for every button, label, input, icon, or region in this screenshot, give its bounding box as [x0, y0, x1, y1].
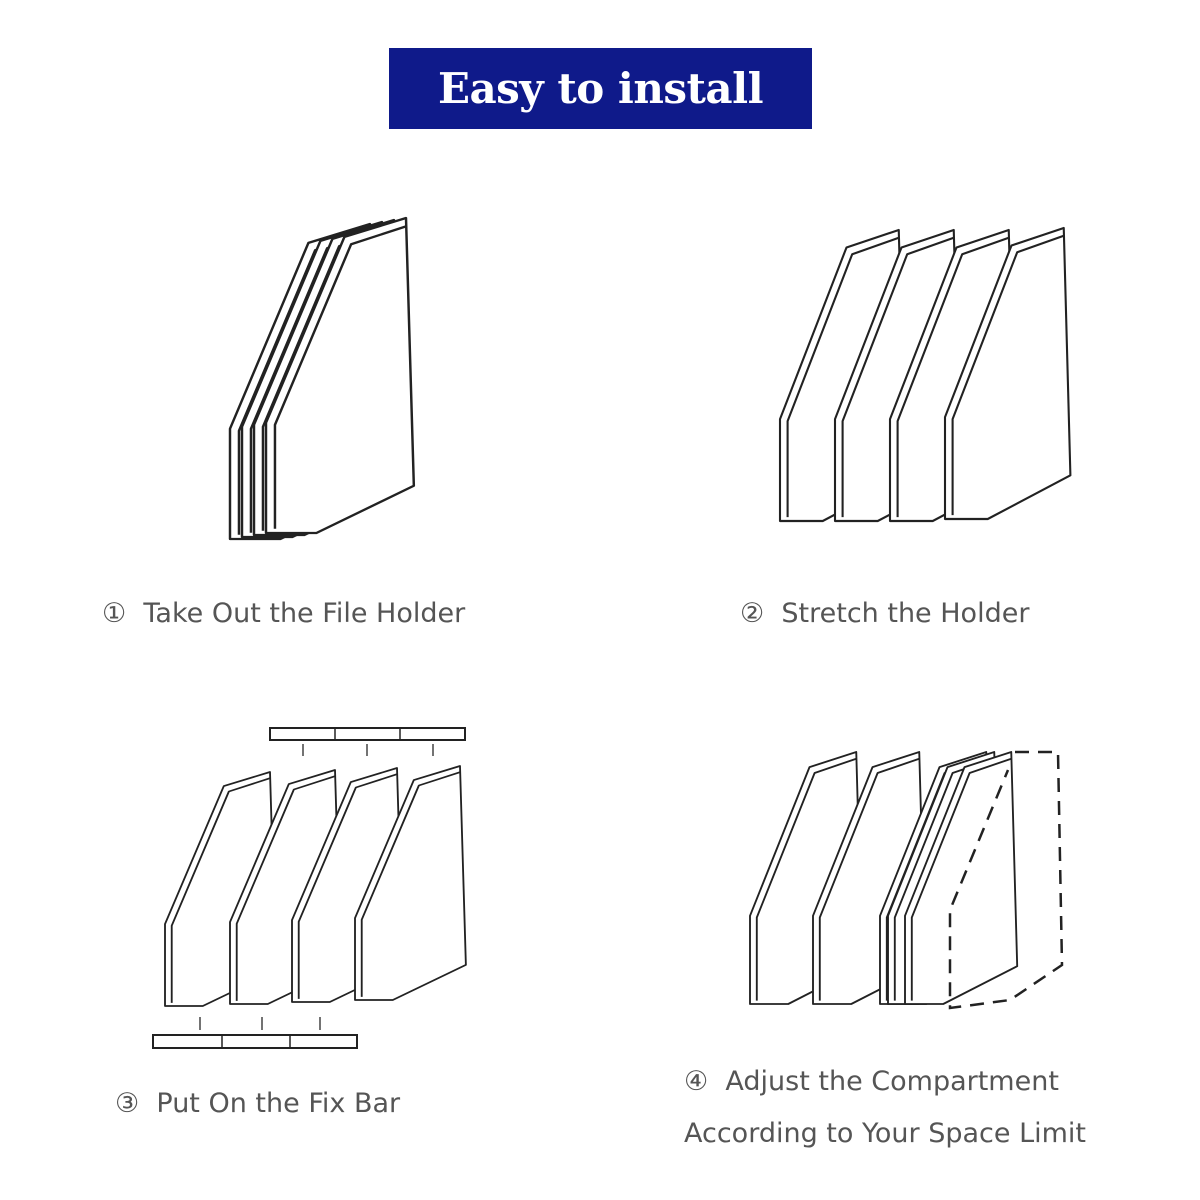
title-banner: Easy to install: [389, 48, 812, 129]
title: Easy to install: [437, 64, 764, 113]
step-number: ②: [740, 598, 765, 629]
step3-caption: ③ Put On the Fix Bar: [115, 1088, 400, 1119]
step1-caption: ① Take Out the File Holder: [102, 598, 465, 629]
top-fix-bar: [269, 727, 466, 741]
step-label: Stretch the Holder: [781, 598, 1030, 629]
step2-stretched-holder: [778, 226, 1072, 523]
step-number: ①: [102, 598, 127, 629]
arrow-icons: [199, 744, 434, 1030]
holder-panel: [264, 216, 416, 535]
step-number: ③: [115, 1088, 140, 1119]
step-label: Take Out the File Holder: [143, 598, 466, 629]
step4-adjust: [749, 750, 1064, 1010]
step-label: According to Your Space Limit: [684, 1118, 1087, 1149]
step1-folded-holder: [228, 216, 416, 541]
step-label: Adjust the Compartment: [725, 1066, 1059, 1097]
step2-caption: ② Stretch the Holder: [740, 598, 1029, 629]
step3-fix-bar: [152, 727, 467, 1049]
step-number: ④: [684, 1066, 709, 1097]
step-label: Put On the Fix Bar: [156, 1088, 401, 1119]
step4-caption-line2: According to Your Space Limit: [684, 1118, 1086, 1149]
step4-caption: ④ Adjust the Compartment: [684, 1066, 1059, 1097]
bottom-fix-bar: [152, 1034, 358, 1049]
